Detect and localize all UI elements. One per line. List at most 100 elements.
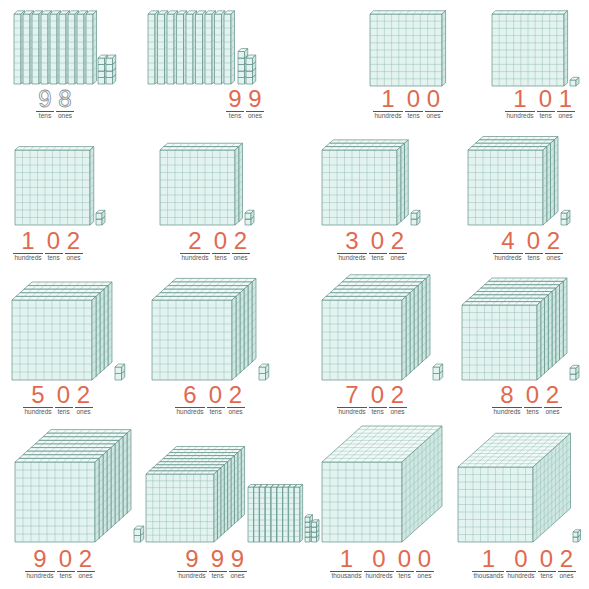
block-grid	[492, 281, 556, 284]
number-group: 1thousands0hundreds0tens0ones	[330, 548, 433, 580]
place-label: ones	[229, 572, 245, 580]
place-digit: 0	[526, 384, 539, 406]
block-grid	[68, 21, 75, 77]
place-slot: 8hundreds	[492, 384, 521, 416]
block-grid	[171, 143, 235, 146]
block-face	[153, 465, 224, 468]
block-face	[470, 295, 549, 298]
block-face	[238, 65, 245, 72]
block-grid	[556, 292, 560, 355]
place-label: tens	[38, 112, 52, 120]
place-underline	[175, 407, 204, 408]
block-grid	[28, 289, 96, 293]
place-digit: 0	[371, 384, 384, 406]
block-face	[277, 487, 283, 542]
block-face	[173, 446, 244, 449]
block-face	[28, 282, 112, 286]
block-face	[106, 71, 113, 78]
block-face	[41, 14, 48, 84]
block-face	[106, 58, 113, 65]
block-grid	[156, 468, 214, 471]
block-grid	[322, 462, 402, 542]
place-underline	[177, 571, 206, 572]
block-grid	[172, 286, 240, 290]
block-grid	[330, 296, 398, 300]
block-grid	[15, 150, 90, 225]
block-face	[224, 14, 231, 84]
block-grid	[92, 304, 96, 372]
block-face	[426, 275, 430, 359]
block-grid	[354, 275, 422, 279]
place-label: ones	[232, 254, 248, 262]
place-underline	[544, 407, 562, 408]
number-group: 4hundreds0tens2ones	[493, 230, 562, 262]
block-grid	[370, 14, 442, 86]
block-face	[576, 365, 579, 374]
place-digit: 2	[546, 384, 559, 406]
block-face	[86, 14, 93, 84]
place-digit: 9	[185, 548, 198, 570]
block-face	[113, 55, 116, 64]
block-face	[24, 286, 108, 290]
block-grid	[160, 296, 228, 300]
block-face	[39, 437, 123, 441]
place-label: ones	[247, 112, 263, 120]
place-underline	[57, 571, 75, 572]
block-face	[259, 374, 266, 381]
block-face	[312, 527, 317, 532]
block-face	[115, 374, 122, 381]
place-slot: 1hundreds	[373, 88, 402, 120]
place-label: hundreds	[505, 112, 534, 120]
place-underline	[389, 253, 407, 254]
block-grid	[334, 293, 402, 297]
block-grid	[180, 278, 248, 282]
place-digit: 0	[57, 384, 70, 406]
place-underline	[369, 407, 387, 408]
block-face	[96, 219, 102, 225]
block-model	[14, 11, 116, 84]
block-face	[246, 71, 253, 78]
place-slot: 2ones	[232, 230, 250, 262]
place-slot: 0tens	[396, 548, 414, 580]
block-face	[122, 364, 125, 373]
block-face	[172, 278, 256, 282]
place-slot: 7hundreds	[337, 384, 366, 416]
block-face	[103, 451, 107, 535]
place-slot: 2ones	[65, 230, 83, 262]
place-slot: 0ones	[416, 548, 434, 580]
block-model	[322, 275, 443, 380]
block-grid	[86, 21, 93, 77]
block-grid	[289, 493, 295, 537]
block-face	[50, 14, 57, 84]
block-face	[312, 537, 317, 542]
block-grid	[221, 472, 224, 529]
block-face	[554, 137, 558, 215]
block-face	[108, 282, 112, 366]
block-face	[265, 487, 271, 542]
place-slot: 1ones	[557, 88, 575, 120]
block-face	[563, 278, 567, 356]
place-label: ones	[389, 254, 405, 262]
number-group: 9tens8ones	[36, 88, 74, 120]
block-grid	[350, 278, 418, 282]
block-model	[146, 446, 319, 542]
block-grid	[217, 475, 220, 532]
block-grid	[32, 286, 100, 290]
place-slot: 5hundreds	[23, 384, 52, 416]
place-label: tens	[526, 254, 540, 262]
block-face	[326, 143, 405, 146]
place-underline	[55, 407, 73, 408]
block-face	[310, 515, 313, 522]
block-grid	[100, 297, 104, 365]
block-grid	[158, 21, 165, 77]
place-underline	[212, 253, 230, 254]
block-grid	[170, 456, 228, 459]
block-grid	[196, 21, 203, 77]
place-label: tens	[370, 254, 384, 262]
place-digit: 0	[427, 88, 440, 110]
block-grid	[232, 304, 236, 372]
block-face	[205, 14, 212, 84]
block-face	[338, 282, 422, 286]
block-face	[405, 140, 409, 218]
place-slot: 9hundreds	[177, 548, 206, 580]
